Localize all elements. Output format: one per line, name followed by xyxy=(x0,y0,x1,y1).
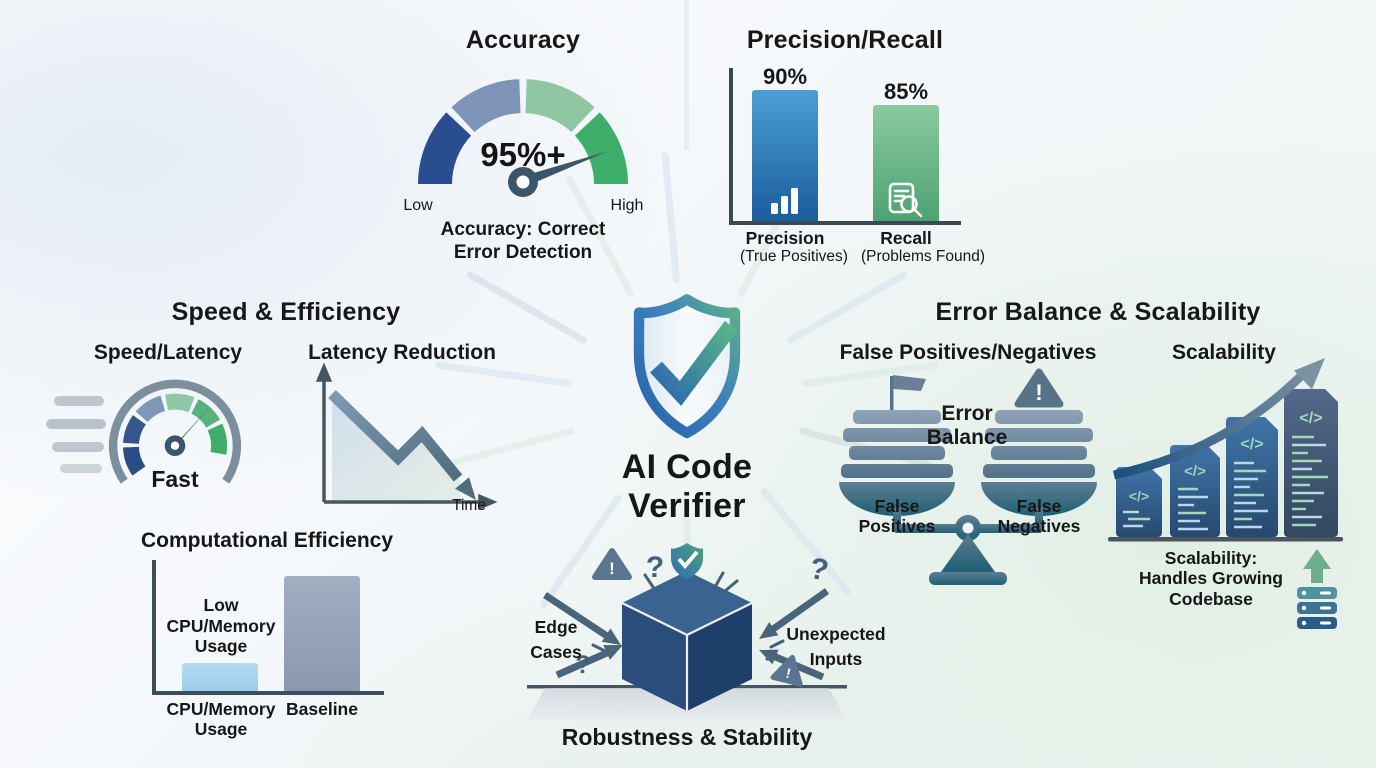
precision-recall-title: Precision/Recall xyxy=(746,26,944,54)
bar-chart-icon xyxy=(771,188,798,214)
latency-chart xyxy=(315,362,498,511)
speedometer-gauge xyxy=(108,379,242,484)
precision-bar xyxy=(752,90,818,221)
baseline-label: Baseline xyxy=(286,699,358,719)
false-positives-label: False Positives xyxy=(858,496,936,537)
false-negatives-label: False Negatives xyxy=(997,496,1081,537)
precision-value: 90% xyxy=(762,64,808,89)
precision-recall-chart: 90% 85% Precision (True Positives) R xyxy=(715,58,986,268)
divider-ray xyxy=(684,0,689,150)
shield-check-logo xyxy=(633,294,741,439)
growth-arrowhead xyxy=(1294,358,1325,390)
error-balance-label: Error Balance xyxy=(926,402,1008,450)
error-balance-scalability-title: Error Balance & Scalability xyxy=(935,298,1261,326)
baseline-bar xyxy=(284,576,360,691)
speed-efficiency-title: Speed & Efficiency xyxy=(171,298,401,326)
computational-efficiency-title: Computational Efficiency xyxy=(140,529,394,552)
robustness-title: Robustness & Stability xyxy=(561,724,813,750)
latency-reduction-title: Latency Reduction xyxy=(308,341,496,364)
svg-text:!: ! xyxy=(609,559,615,578)
cpu-memory-bar xyxy=(182,663,258,691)
svg-text:</>: </> xyxy=(1240,436,1263,453)
down-arrowhead xyxy=(455,477,476,500)
precision-label: Precision (True Positives) xyxy=(740,228,848,266)
speed-latency-title: Speed/Latency xyxy=(93,341,243,364)
recall-value: 85% xyxy=(883,79,929,104)
svg-text:</>: </> xyxy=(1299,410,1322,427)
question-mark-icon: ? xyxy=(575,651,590,679)
accuracy-caption: Accuracy: Correct Error Detection xyxy=(440,219,606,263)
question-mark-icon: ? xyxy=(646,551,664,584)
y-axis xyxy=(729,68,733,224)
warning-triangle-icon xyxy=(1014,368,1064,408)
gauge-high-label: High xyxy=(610,197,644,214)
up-arrow-icon xyxy=(1303,549,1331,583)
low-usage-annotation: Low CPU/Memory Usage xyxy=(166,595,276,657)
recall-bar xyxy=(873,105,939,221)
incoming-arrows-left xyxy=(543,592,623,679)
flag-pole xyxy=(890,376,894,412)
code-file-bars: </> </> </> </> xyxy=(1116,389,1338,537)
gauge-low-label: Low xyxy=(403,197,433,214)
motion-line xyxy=(60,464,102,473)
center-title: AI Code Verifier xyxy=(621,448,753,526)
balance-scale: ! xyxy=(839,368,1097,585)
accuracy-gauge: 95%+ xyxy=(418,79,628,197)
unexpected-inputs-label: Unexpected Inputs xyxy=(786,624,886,669)
svg-text:!: ! xyxy=(784,665,792,682)
x-axis xyxy=(152,691,384,695)
svg-text:</>: </> xyxy=(1129,488,1149,504)
mini-shield-check-icon xyxy=(671,543,703,579)
x-axis xyxy=(729,221,961,225)
motion-line xyxy=(54,396,104,406)
question-mark-icon: ? xyxy=(807,552,832,588)
cpu-memory-label: CPU/Memory Usage xyxy=(166,699,276,740)
right-pan xyxy=(981,482,1097,516)
edge-cases-label: Edge Cases xyxy=(530,617,582,662)
fast-label: Fast xyxy=(151,466,199,492)
warning-triangle-icon: ! xyxy=(592,548,632,580)
false-pos-neg-title: False Positives/Negatives xyxy=(839,341,1097,364)
y-axis xyxy=(152,560,156,695)
svg-text:!: ! xyxy=(1035,380,1042,405)
efficiency-chart xyxy=(138,552,393,702)
accuracy-value: 95%+ xyxy=(480,136,565,173)
document-search-icon xyxy=(888,182,923,218)
time-axis-label: Time xyxy=(452,497,486,514)
robustness-scene: ! ! ? ? ? xyxy=(527,543,847,721)
growth-arrow xyxy=(1113,369,1308,480)
scalability-caption: Scalability: Handles Growing Codebase xyxy=(1139,548,1283,609)
recall-label: Recall (Problems Found) xyxy=(861,228,986,266)
server-upgrade-icon xyxy=(1297,549,1337,629)
svg-text:</>: </> xyxy=(1184,463,1206,480)
scalability-subtitle: Scalability xyxy=(1172,341,1276,364)
accuracy-title: Accuracy xyxy=(465,26,581,54)
flag-icon xyxy=(893,375,926,391)
server-stack-icon xyxy=(1297,587,1337,629)
motion-line xyxy=(46,419,106,429)
motion-line xyxy=(52,442,104,452)
left-pan xyxy=(839,482,955,516)
scalability-chart: </> </> </> </> xyxy=(1108,358,1343,542)
check-mark xyxy=(650,320,738,406)
warning-triangle-icon: ! xyxy=(770,654,803,687)
